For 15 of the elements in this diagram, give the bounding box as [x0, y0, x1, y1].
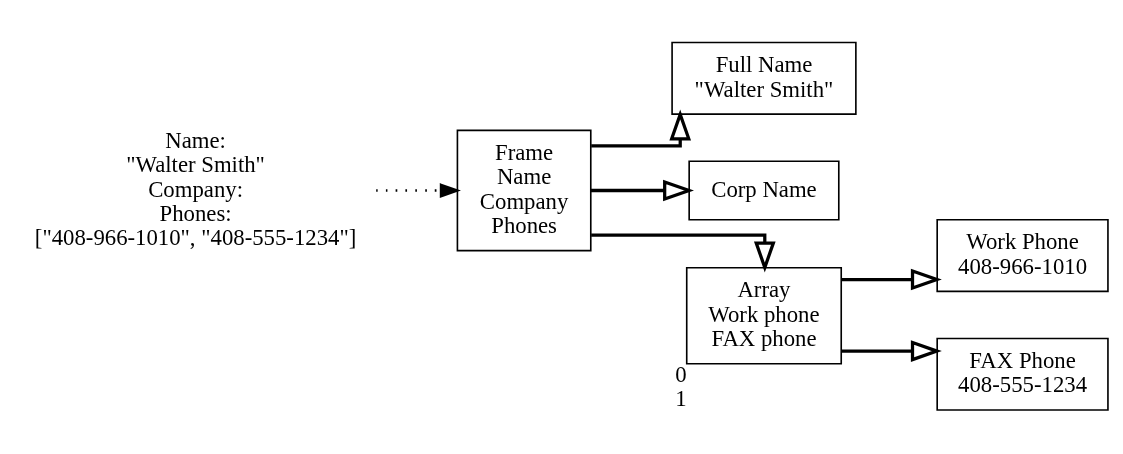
node-box: Corp Name — [688, 159, 840, 221]
node-label: 0 — [675, 361, 687, 387]
arrow — [590, 179, 694, 201]
arrow — [376, 182, 461, 198]
node-box: FAX Phone 408-555-1234 — [936, 337, 1109, 411]
arrow — [591, 233, 776, 272]
arrow — [841, 339, 942, 362]
node-box: Array Work phone FAX phone — [685, 266, 843, 364]
node-text: Name: "Walter Smith" Company: Phones: ["408-966-1010", "408-555-1234"] — [34, 127, 357, 250]
arrow — [841, 268, 942, 290]
node-box: Full Name "Walter Smith" — [671, 41, 857, 115]
node-box: Frame Name Company Phones — [456, 129, 592, 251]
arrow — [591, 109, 692, 147]
node-label: 1 — [675, 385, 687, 411]
node-box: Work Phone 408-966-1010 — [936, 218, 1109, 292]
